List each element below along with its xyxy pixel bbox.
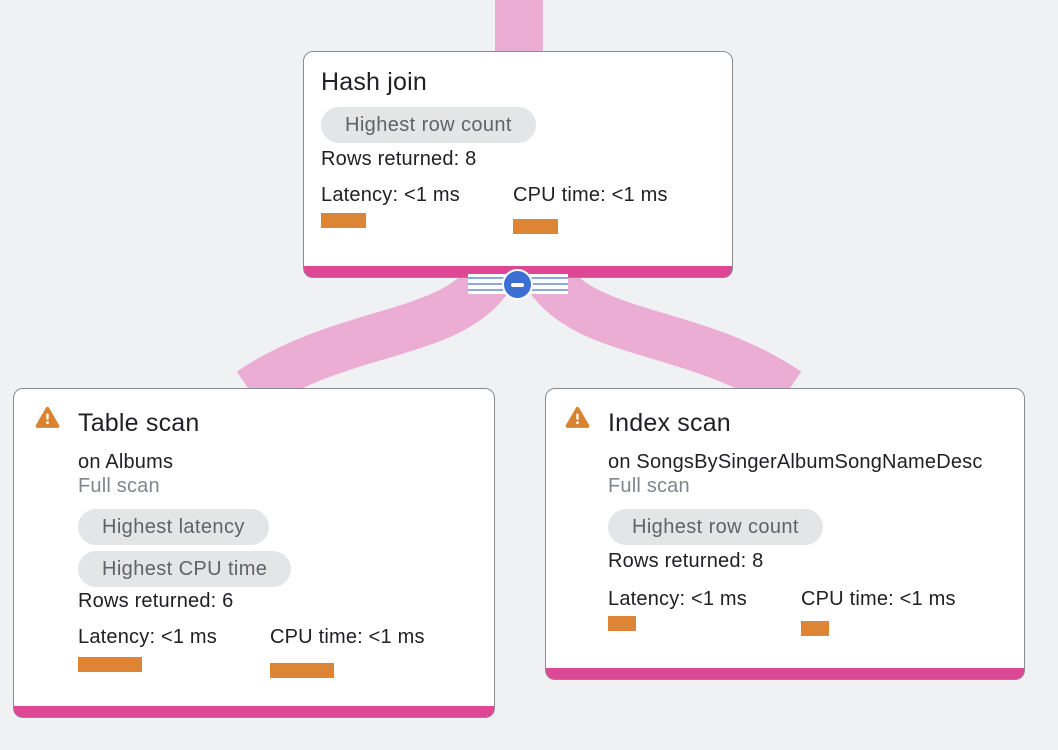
cpu-time-bar (270, 663, 334, 678)
latency-label: Latency: <1 ms (608, 588, 747, 610)
rows-returned-label: Rows returned: 8 (321, 148, 477, 170)
plan-node-hash-join[interactable]: Hash join Highest row count Rows returne… (303, 51, 733, 278)
edge-parent-to-hash-join (495, 0, 543, 53)
node-accent-bar (546, 668, 1024, 679)
cpu-time-label: CPU time: <1 ms (270, 626, 425, 648)
plan-node-index-scan[interactable]: Index scan on SongsBySingerAlbumSongName… (545, 388, 1025, 680)
scan-target-label: on Albums (78, 451, 174, 473)
badge-highest-row-count: Highest row count (608, 509, 823, 545)
plan-node-table-scan[interactable]: Table scan on Albums Full scan Highest l… (13, 388, 495, 718)
latency-bar (321, 213, 366, 228)
cpu-time-label: CPU time: <1 ms (801, 588, 956, 610)
collapse-children-button[interactable] (502, 269, 533, 300)
latency-bar (78, 657, 142, 672)
node-title: Table scan (78, 409, 200, 437)
latency-label: Latency: <1 ms (321, 184, 460, 206)
cpu-time-bar (801, 621, 829, 636)
scan-mode-label: Full scan (78, 475, 160, 497)
cpu-time-label: CPU time: <1 ms (513, 184, 668, 206)
latency-bar (608, 616, 636, 631)
scan-mode-label: Full scan (608, 475, 690, 497)
badge-highest-latency: Highest latency (78, 509, 269, 545)
node-accent-bar (14, 706, 494, 717)
edge-hash-join-to-index-scan (523, 258, 802, 411)
badge-highest-row-count: Highest row count (321, 107, 536, 143)
node-title: Hash join (321, 68, 428, 96)
minus-icon (511, 283, 524, 287)
rows-returned-label: Rows returned: 8 (608, 550, 764, 572)
latency-label: Latency: <1 ms (78, 626, 217, 648)
edge-hash-join-to-table-scan (236, 258, 515, 411)
badge-highest-cpu-time: Highest CPU time (78, 551, 292, 587)
cpu-time-bar (513, 219, 558, 234)
node-title: Index scan (608, 409, 731, 437)
warning-icon (35, 406, 60, 428)
scan-target-label: on SongsBySingerAlbumSongNameDesc (608, 451, 983, 473)
warning-icon (565, 406, 590, 428)
rows-returned-label: Rows returned: 6 (78, 590, 234, 612)
